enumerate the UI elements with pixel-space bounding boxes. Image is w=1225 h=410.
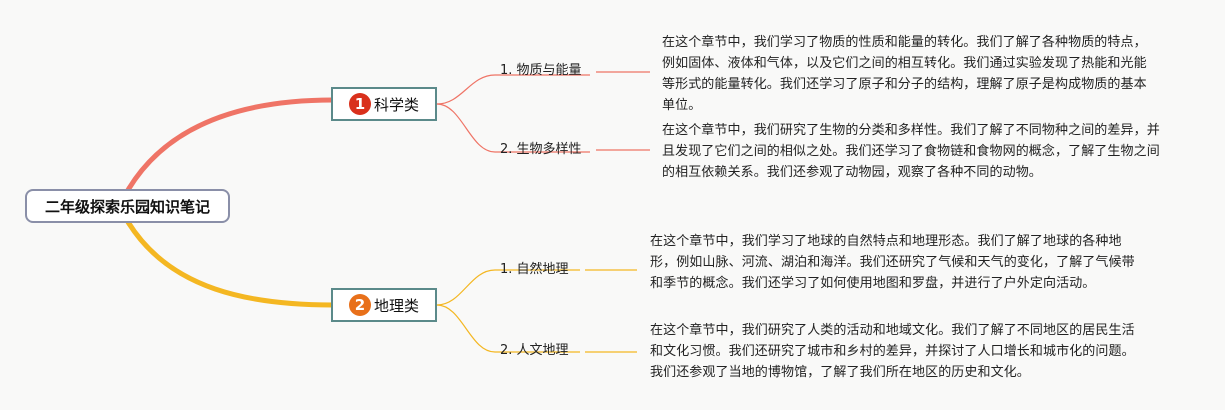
branch-label: 科学类 xyxy=(373,95,419,114)
note-biodiversity: 在这个章节中，我们研究了生物的分类和多样性。我们了解了不同物种之间的差异，并且发… xyxy=(662,123,1160,180)
link-root-geography xyxy=(125,219,336,308)
branch-science[interactable]: 1 科学类 xyxy=(331,87,437,121)
link-root-science xyxy=(125,97,336,193)
link-science-sub1 xyxy=(436,74,590,105)
note-physical-geography: 在这个章节中，我们学习了地球的自然特点和地理形态。我们了解了地球的各种地形，例如… xyxy=(650,234,1135,291)
note-human-geography: 在这个章节中，我们研究了人类的活动和地域文化。我们了解了不同地区的居民生活和文化… xyxy=(650,323,1135,380)
link-geo-sub2 xyxy=(436,304,580,353)
link-science-sub2 xyxy=(436,103,590,153)
subtopic-human-geography[interactable]: 2. 人文地理 xyxy=(500,343,569,358)
root-topic[interactable]: 二年级探索乐园知识笔记 xyxy=(25,189,230,223)
root-title: 二年级探索乐园知识笔记 xyxy=(44,197,210,216)
number-badge-icon: 2 xyxy=(348,294,371,316)
subtopic-matter-energy[interactable]: 1. 物质与能量 xyxy=(500,63,582,78)
subtopic-physical-geography[interactable]: 1. 自然地理 xyxy=(500,262,569,277)
branch-geography[interactable]: 2 地理类 xyxy=(331,288,437,322)
branch-label: 地理类 xyxy=(373,296,419,315)
link-geo-sub1 xyxy=(436,269,580,306)
subtopic-biodiversity[interactable]: 2. 生物多样性 xyxy=(500,142,582,157)
note-matter-energy: 在这个章节中，我们学习了物质的性质和能量的转化。我们了解了各种物质的特点，例如固… xyxy=(662,35,1147,113)
number-badge-icon: 1 xyxy=(348,93,371,115)
